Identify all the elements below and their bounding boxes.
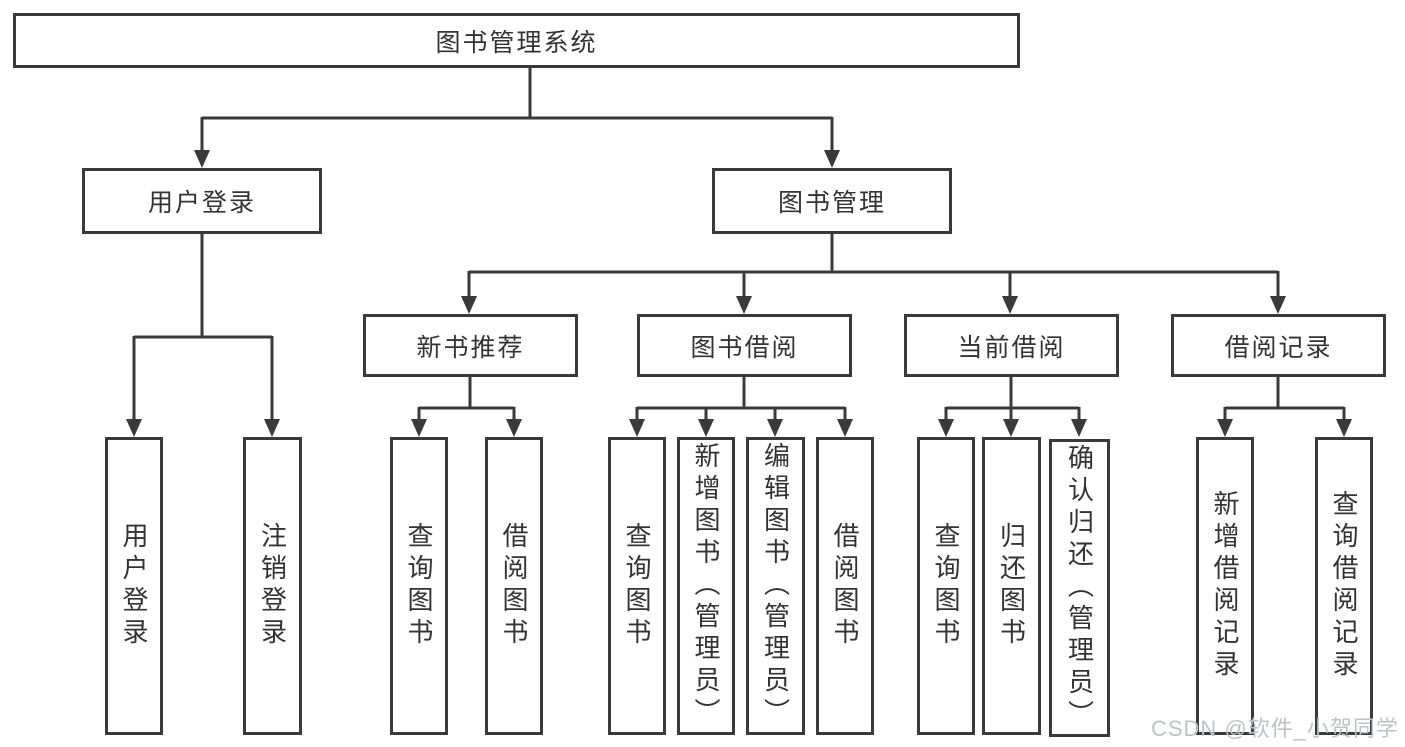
leaf-query-books-borrowing-label: 查询图书 [622, 522, 652, 650]
node-user-login-label: 用户登录 [147, 189, 256, 217]
leaf-add-book-admin: 新增图书（管理员） [677, 437, 735, 735]
node-new-book-recommend: 新书推荐 [363, 314, 578, 377]
leaf-add-borrow-record-label: 新增借阅记录 [1210, 490, 1240, 682]
leaf-borrow-books-borrowing-label: 借阅图书 [830, 522, 860, 650]
leaf-query-books-current-label: 查询图书 [931, 522, 961, 650]
leaf-user-login-label: 用户登录 [119, 522, 149, 650]
node-current-borrowing: 当前借阅 [904, 314, 1119, 377]
node-book-borrowing: 图书借阅 [637, 314, 852, 377]
leaf-edit-book-admin-label: 编辑图书（管理员） [760, 442, 791, 730]
leaf-query-borrow-record: 查询借阅记录 [1315, 437, 1373, 735]
leaf-borrow-books-borrowing: 借阅图书 [816, 437, 874, 735]
leaf-confirm-return-admin-label: 确认归还（管理员） [1064, 444, 1095, 732]
arrowhead-icons [126, 150, 1352, 437]
node-new-book-recommend-label: 新书推荐 [416, 333, 525, 362]
leaf-add-book-admin-label: 新增图书（管理员） [691, 442, 721, 730]
node-root-system: 图书管理系统 [13, 13, 1020, 68]
leaf-query-books-borrowing: 查询图书 [608, 437, 666, 735]
node-root-system-label: 图书管理系统 [435, 28, 598, 57]
leaf-return-books-label: 归还图书 [996, 522, 1027, 650]
leaf-user-login: 用户登录 [105, 437, 163, 735]
leaf-edit-book-admin: 编辑图书（管理员） [746, 437, 805, 735]
leaf-confirm-return-admin: 确认归还（管理员） [1049, 439, 1110, 737]
leaf-return-books: 归还图书 [982, 437, 1041, 735]
leaf-borrow-books-recommend: 借阅图书 [485, 437, 543, 735]
node-current-borrowing-label: 当前借阅 [957, 333, 1066, 362]
node-borrowing-records-label: 借阅记录 [1224, 333, 1333, 362]
leaf-query-borrow-record-label: 查询借阅记录 [1329, 490, 1359, 682]
leaf-borrow-books-recommend-label: 借阅图书 [499, 522, 529, 650]
leaf-query-books-recommend-label: 查询图书 [404, 522, 434, 650]
leaf-query-books-recommend: 查询图书 [390, 437, 448, 735]
leaf-logout-label: 注销登录 [257, 522, 288, 650]
leaf-logout: 注销登录 [243, 437, 302, 735]
node-book-management: 图书管理 [712, 168, 952, 234]
node-borrowing-records: 借阅记录 [1171, 314, 1386, 377]
node-user-login: 用户登录 [82, 168, 322, 234]
node-book-management-label: 图书管理 [777, 189, 886, 217]
csdn-watermark: CSDN @软件_小贺同学 [1150, 716, 1399, 741]
leaf-add-borrow-record: 新增借阅记录 [1196, 437, 1254, 735]
node-book-borrowing-label: 图书借阅 [690, 333, 799, 362]
leaf-query-books-current: 查询图书 [917, 437, 975, 735]
